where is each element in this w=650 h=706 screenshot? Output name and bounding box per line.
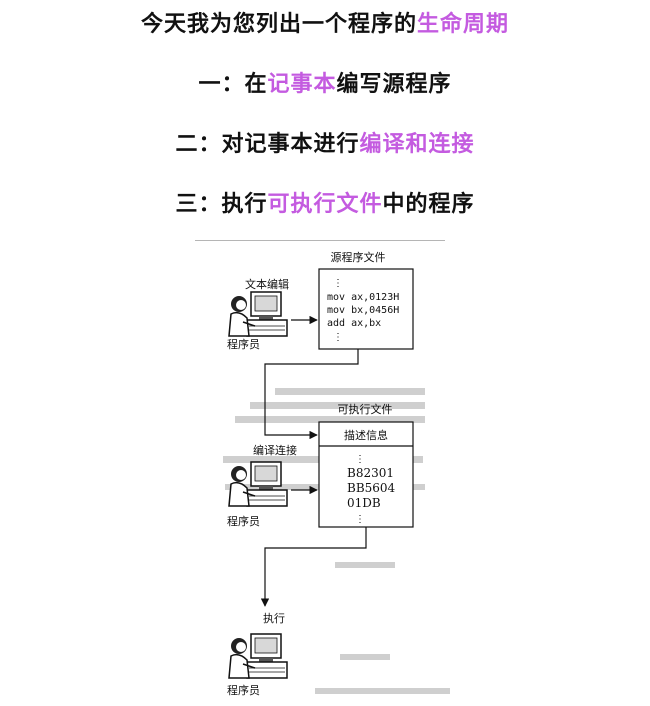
- exe-file-title: 可执行文件: [338, 402, 393, 416]
- compile-connector: [264, 349, 359, 440]
- step-3: 三：执行可执行文件中的程序: [0, 186, 650, 218]
- step-1-highlight: 记事本: [267, 72, 337, 97]
- title-highlight: 生命周期: [417, 12, 510, 37]
- exe-code-line: ⋮: [355, 454, 365, 465]
- step-1-prefix: 一：在: [198, 72, 268, 97]
- source-file-title: 源程序文件: [331, 250, 386, 264]
- step-2: 二：对记事本进行编译和连接: [0, 126, 650, 158]
- execute-connector: [260, 527, 367, 607]
- step-3-prefix: 三：执行: [175, 192, 268, 217]
- step-2-prefix: 二：对记事本进行: [175, 132, 360, 157]
- editing-label: 文本编辑: [245, 277, 289, 291]
- compile-label: 编译连接: [253, 443, 297, 457]
- exe-code-line: BB5604: [347, 481, 396, 495]
- step-1: 一：在记事本编写源程序: [0, 66, 650, 98]
- programmer-1-figure: [228, 291, 288, 337]
- source-code-line: add ax,bx: [327, 318, 381, 329]
- title-text: 今天我为您列出一个程序的: [140, 12, 417, 37]
- programmer-3-figure: [228, 633, 288, 679]
- exe-code-line: B82301: [347, 466, 394, 480]
- programmer-1-label: 程序员: [227, 337, 260, 351]
- page-title: 今天我为您列出一个程序的生命周期: [0, 6, 650, 38]
- step-3-suffix: 中的程序: [382, 192, 475, 217]
- source-code-line: ⋮: [333, 278, 343, 289]
- exe-header: 描述信息: [344, 428, 388, 442]
- step-1-suffix: 编写源程序: [336, 72, 452, 97]
- programmer-3-label: 程序员: [227, 683, 260, 697]
- step-2-highlight: 编译和连接: [359, 132, 475, 157]
- source-code-line: mov ax,0123H: [327, 292, 399, 303]
- step-3-highlight: 可执行文件: [267, 192, 383, 217]
- exe-code-line: 01DB: [347, 496, 381, 510]
- programmer-2-figure: [228, 461, 288, 507]
- execute-label: 执行: [263, 611, 285, 625]
- programmer-2-label: 程序员: [227, 514, 260, 528]
- lifecycle-diagram: 源程序文件 ⋮ mov ax,0123H mov bx,0456H add ax…: [195, 240, 450, 697]
- source-file-box: [318, 268, 414, 350]
- source-code-line: ⋮: [333, 332, 343, 343]
- source-code-line: mov bx,0456H: [327, 305, 399, 316]
- exe-code-line: ⋮: [355, 514, 365, 525]
